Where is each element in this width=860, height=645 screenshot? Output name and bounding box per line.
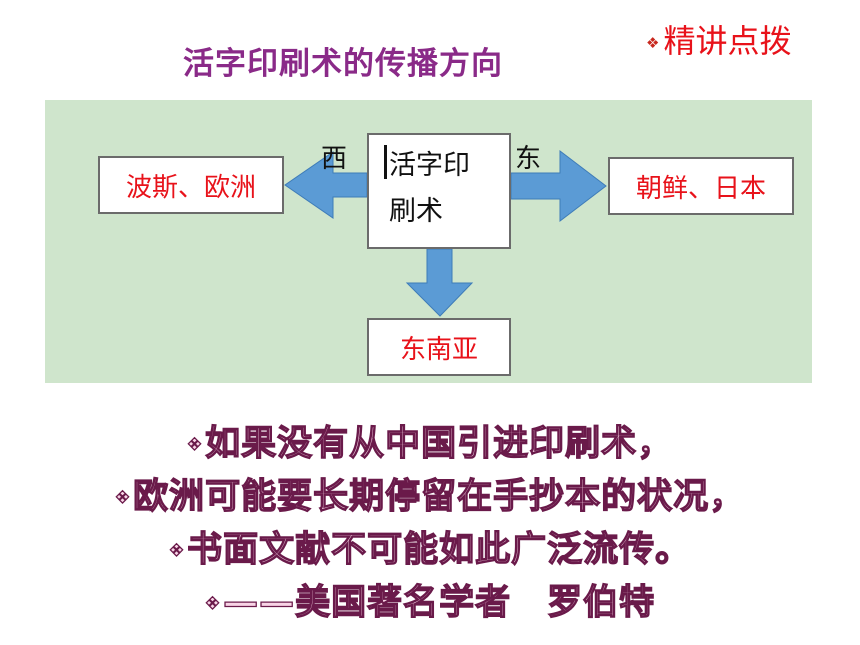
arrow-west-icon — [284, 151, 368, 219]
page-title: 活字印刷术的传播方向 — [183, 46, 503, 82]
quote-line: ❖书面文献不可能如此广泛流传。 — [168, 529, 692, 570]
quote-attribution: ❖——美国著名学者 罗伯特 — [204, 582, 656, 623]
direction-label-west: 西 — [321, 144, 348, 174]
arrow-south-icon — [405, 248, 474, 317]
node-west: 波斯、欧洲 — [98, 156, 284, 214]
diamond-bullet-icon: ❖ — [204, 593, 222, 614]
diamond-bullet-icon: ❖ — [646, 34, 660, 52]
diamond-bullet-icon: ❖ — [186, 434, 204, 455]
direction-label-east: 东 — [515, 144, 542, 174]
diamond-bullet-icon: ❖ — [168, 540, 186, 561]
quote-block: ❖如果没有从中国引进印刷术， ❖欧洲可能要长期停留在手抄本的状况， ❖书面文献不… — [0, 418, 860, 630]
section-tag: ❖精讲点拨 — [646, 16, 791, 62]
node-south: 东南亚 — [367, 318, 511, 376]
node-east: 朝鲜、日本 — [608, 157, 794, 215]
section-tag-label: 精讲点拨 — [663, 22, 792, 60]
quote-line: ❖如果没有从中国引进印刷术， — [186, 423, 674, 464]
node-center-line1: 活字印 — [389, 150, 470, 181]
node-center-line2: 刷术 — [389, 196, 443, 227]
node-center: 活字印 刷术 — [367, 133, 511, 249]
arrow-east-icon — [510, 149, 607, 223]
quote-line: ❖欧洲可能要长期停留在手抄本的状况， — [114, 476, 746, 517]
text-cursor — [384, 145, 387, 179]
diamond-bullet-icon: ❖ — [114, 487, 132, 508]
